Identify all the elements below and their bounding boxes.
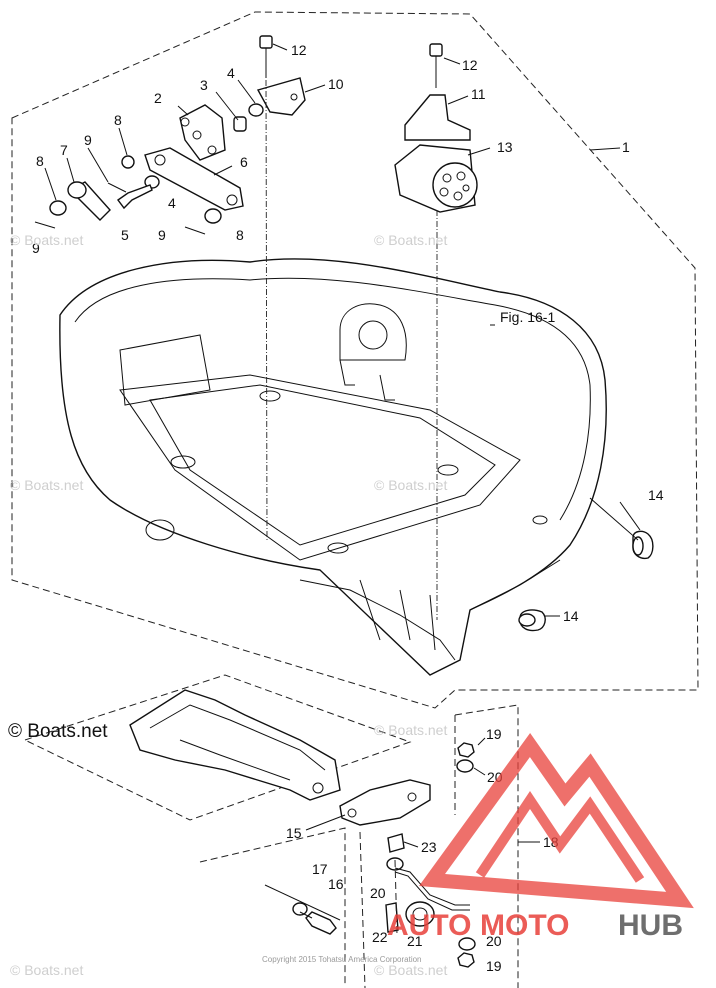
callout-8-c: 8 xyxy=(236,227,244,243)
callout-9-a: 9 xyxy=(84,132,92,148)
watermark: © Boats.net xyxy=(10,477,83,493)
lower-bracket-assembly xyxy=(23,674,431,985)
callout-1: 1 xyxy=(622,139,630,155)
grommets xyxy=(518,530,654,632)
logo-text-auto: AUTO xyxy=(387,909,471,942)
callout-8-b: 8 xyxy=(36,153,44,169)
logo-text-moto: MOTO xyxy=(480,909,569,942)
watermark: © Boats.net xyxy=(10,962,83,978)
callout-20-b: 20 xyxy=(370,885,386,901)
callout-6: 6 xyxy=(240,154,248,170)
callout-4-b: 4 xyxy=(168,195,176,211)
callout-labels: 12 12 10 11 13 1 2 3 4 6 8 9 7 8 4 5 9 9… xyxy=(32,42,664,974)
watermark: © Boats.net xyxy=(10,232,83,248)
callout-23: 22 xyxy=(372,929,388,945)
watermark-large: © Boats.net xyxy=(8,721,108,742)
watermark: © Boats.net xyxy=(374,232,447,248)
callout-14-a: 14 xyxy=(648,487,664,503)
callout-21: 21 xyxy=(407,933,423,949)
callout-9-c: 9 xyxy=(158,227,166,243)
callout-12-a: 12 xyxy=(291,42,307,58)
watermark: © Boats.net xyxy=(374,962,447,978)
callout-13: 13 xyxy=(497,139,513,155)
callout-4-a: 4 xyxy=(227,65,235,81)
cable-assembly xyxy=(359,704,519,988)
watermark: © Boats.net xyxy=(374,477,447,493)
watermark: © Boats.net xyxy=(374,722,447,738)
callout-14-b: 14 xyxy=(563,608,579,624)
callout-2: 2 xyxy=(154,90,162,106)
callout-3: 3 xyxy=(200,77,208,93)
callout-5: 5 xyxy=(121,227,129,243)
shift-link-assembly xyxy=(34,35,478,620)
leader-lines xyxy=(44,43,641,848)
callout-15: 15 xyxy=(286,825,302,841)
copyright-text: Copyright 2015 Tohatsu America Corporati… xyxy=(262,955,422,964)
logo-triangle-outer xyxy=(419,732,694,909)
callout-19-a: 19 xyxy=(486,726,502,742)
logo-text-hub: HUB xyxy=(618,909,683,942)
callout-12-b: 12 xyxy=(462,57,478,73)
callout-19-b: 19 xyxy=(486,958,502,974)
lower-pan xyxy=(59,258,607,676)
automotohub-logo: AUTO MOTO HUB xyxy=(387,732,694,942)
callout-20-c: 20 xyxy=(486,933,502,949)
callout-9-b: 9 xyxy=(32,240,40,256)
callout-16: 16 xyxy=(328,876,344,892)
figure-ref: Fig. 16-1 xyxy=(500,309,555,325)
callout-22: 23 xyxy=(421,839,437,855)
callout-7: 7 xyxy=(60,142,68,158)
group-1-boundary xyxy=(11,11,699,709)
logo-triangle-inner xyxy=(475,790,645,883)
callout-11: 11 xyxy=(471,86,486,102)
callout-10: 10 xyxy=(328,76,344,92)
watermarks: © Boats.net © Boats.net © Boats.net © Bo… xyxy=(8,232,447,978)
callout-17: 17 xyxy=(312,861,328,877)
callout-8-a: 8 xyxy=(114,112,122,128)
